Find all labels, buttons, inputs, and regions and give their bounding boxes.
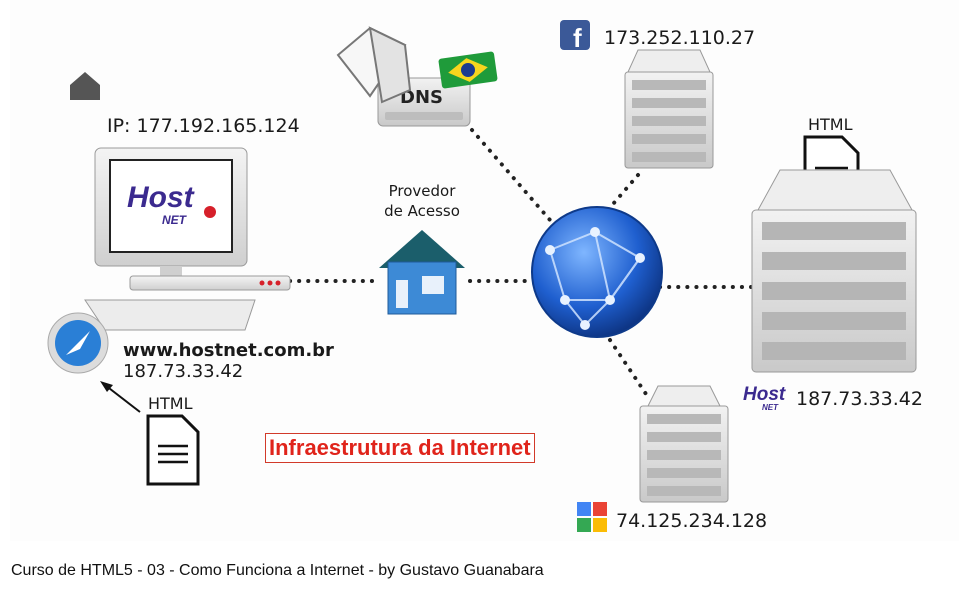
hostnet-ip: 187.73.33.42 [796, 388, 923, 410]
dns-label: DNS [400, 87, 443, 108]
facebook-icon [560, 20, 590, 50]
isp-label-1: Provedor [389, 182, 457, 200]
facebook-ip: 173.252.110.27 [604, 27, 755, 49]
isp-house: Provedor de Acesso [379, 182, 465, 315]
keyboard [84, 299, 256, 331]
hostnet-logo-net: NET [762, 403, 779, 412]
link-globe-google [608, 338, 652, 402]
svg-text:f: f [573, 23, 582, 53]
client-ip-label: IP: 177.192.165.124 [107, 115, 300, 137]
google-ip: 74.125.234.128 [616, 510, 767, 532]
diagram-title: Infraestrutura da Internet [265, 433, 535, 463]
computer-case [129, 275, 291, 291]
facebook-server: f 173.252.110.27 [560, 20, 755, 169]
client-computer: IP: 177.192.165.124 Host NET [47, 72, 300, 374]
isp-label-2: de Acesso [384, 202, 460, 220]
monitor-screen [109, 159, 233, 253]
diagram-canvas: IP: 177.192.165.124 Host NET www.hostnet… [10, 0, 959, 541]
hostnet-server: HTML Host NET 187.73.33.42 [743, 115, 923, 412]
document-icon [146, 414, 200, 486]
site-ip: 187.73.33.42 [123, 361, 243, 382]
connection-lines [288, 128, 757, 402]
hostnet-html-label: HTML [808, 115, 853, 134]
client-logo-host: Host [127, 181, 196, 214]
client-html-doc: HTML [100, 381, 200, 486]
link-dns-globe [470, 128, 552, 222]
dns-server: DNS [336, 26, 498, 127]
video-caption: Curso de HTML5 - 03 - Como Funciona a In… [11, 562, 544, 579]
client-logo-net: NET [162, 213, 188, 227]
house-roof [379, 230, 465, 268]
network-diagram: IP: 177.192.165.124 Host NET www.hostnet… [47, 20, 923, 532]
google-server: 74.125.234.128 [577, 385, 767, 532]
site-domain: www.hostnet.com.br [123, 340, 334, 361]
client-html-label: HTML [148, 394, 193, 413]
internet-globe [531, 206, 663, 338]
client-logo-dot [204, 206, 216, 218]
hostnet-logo-host: Host [743, 384, 786, 405]
google-icon [577, 502, 607, 532]
home-icon [70, 72, 100, 100]
